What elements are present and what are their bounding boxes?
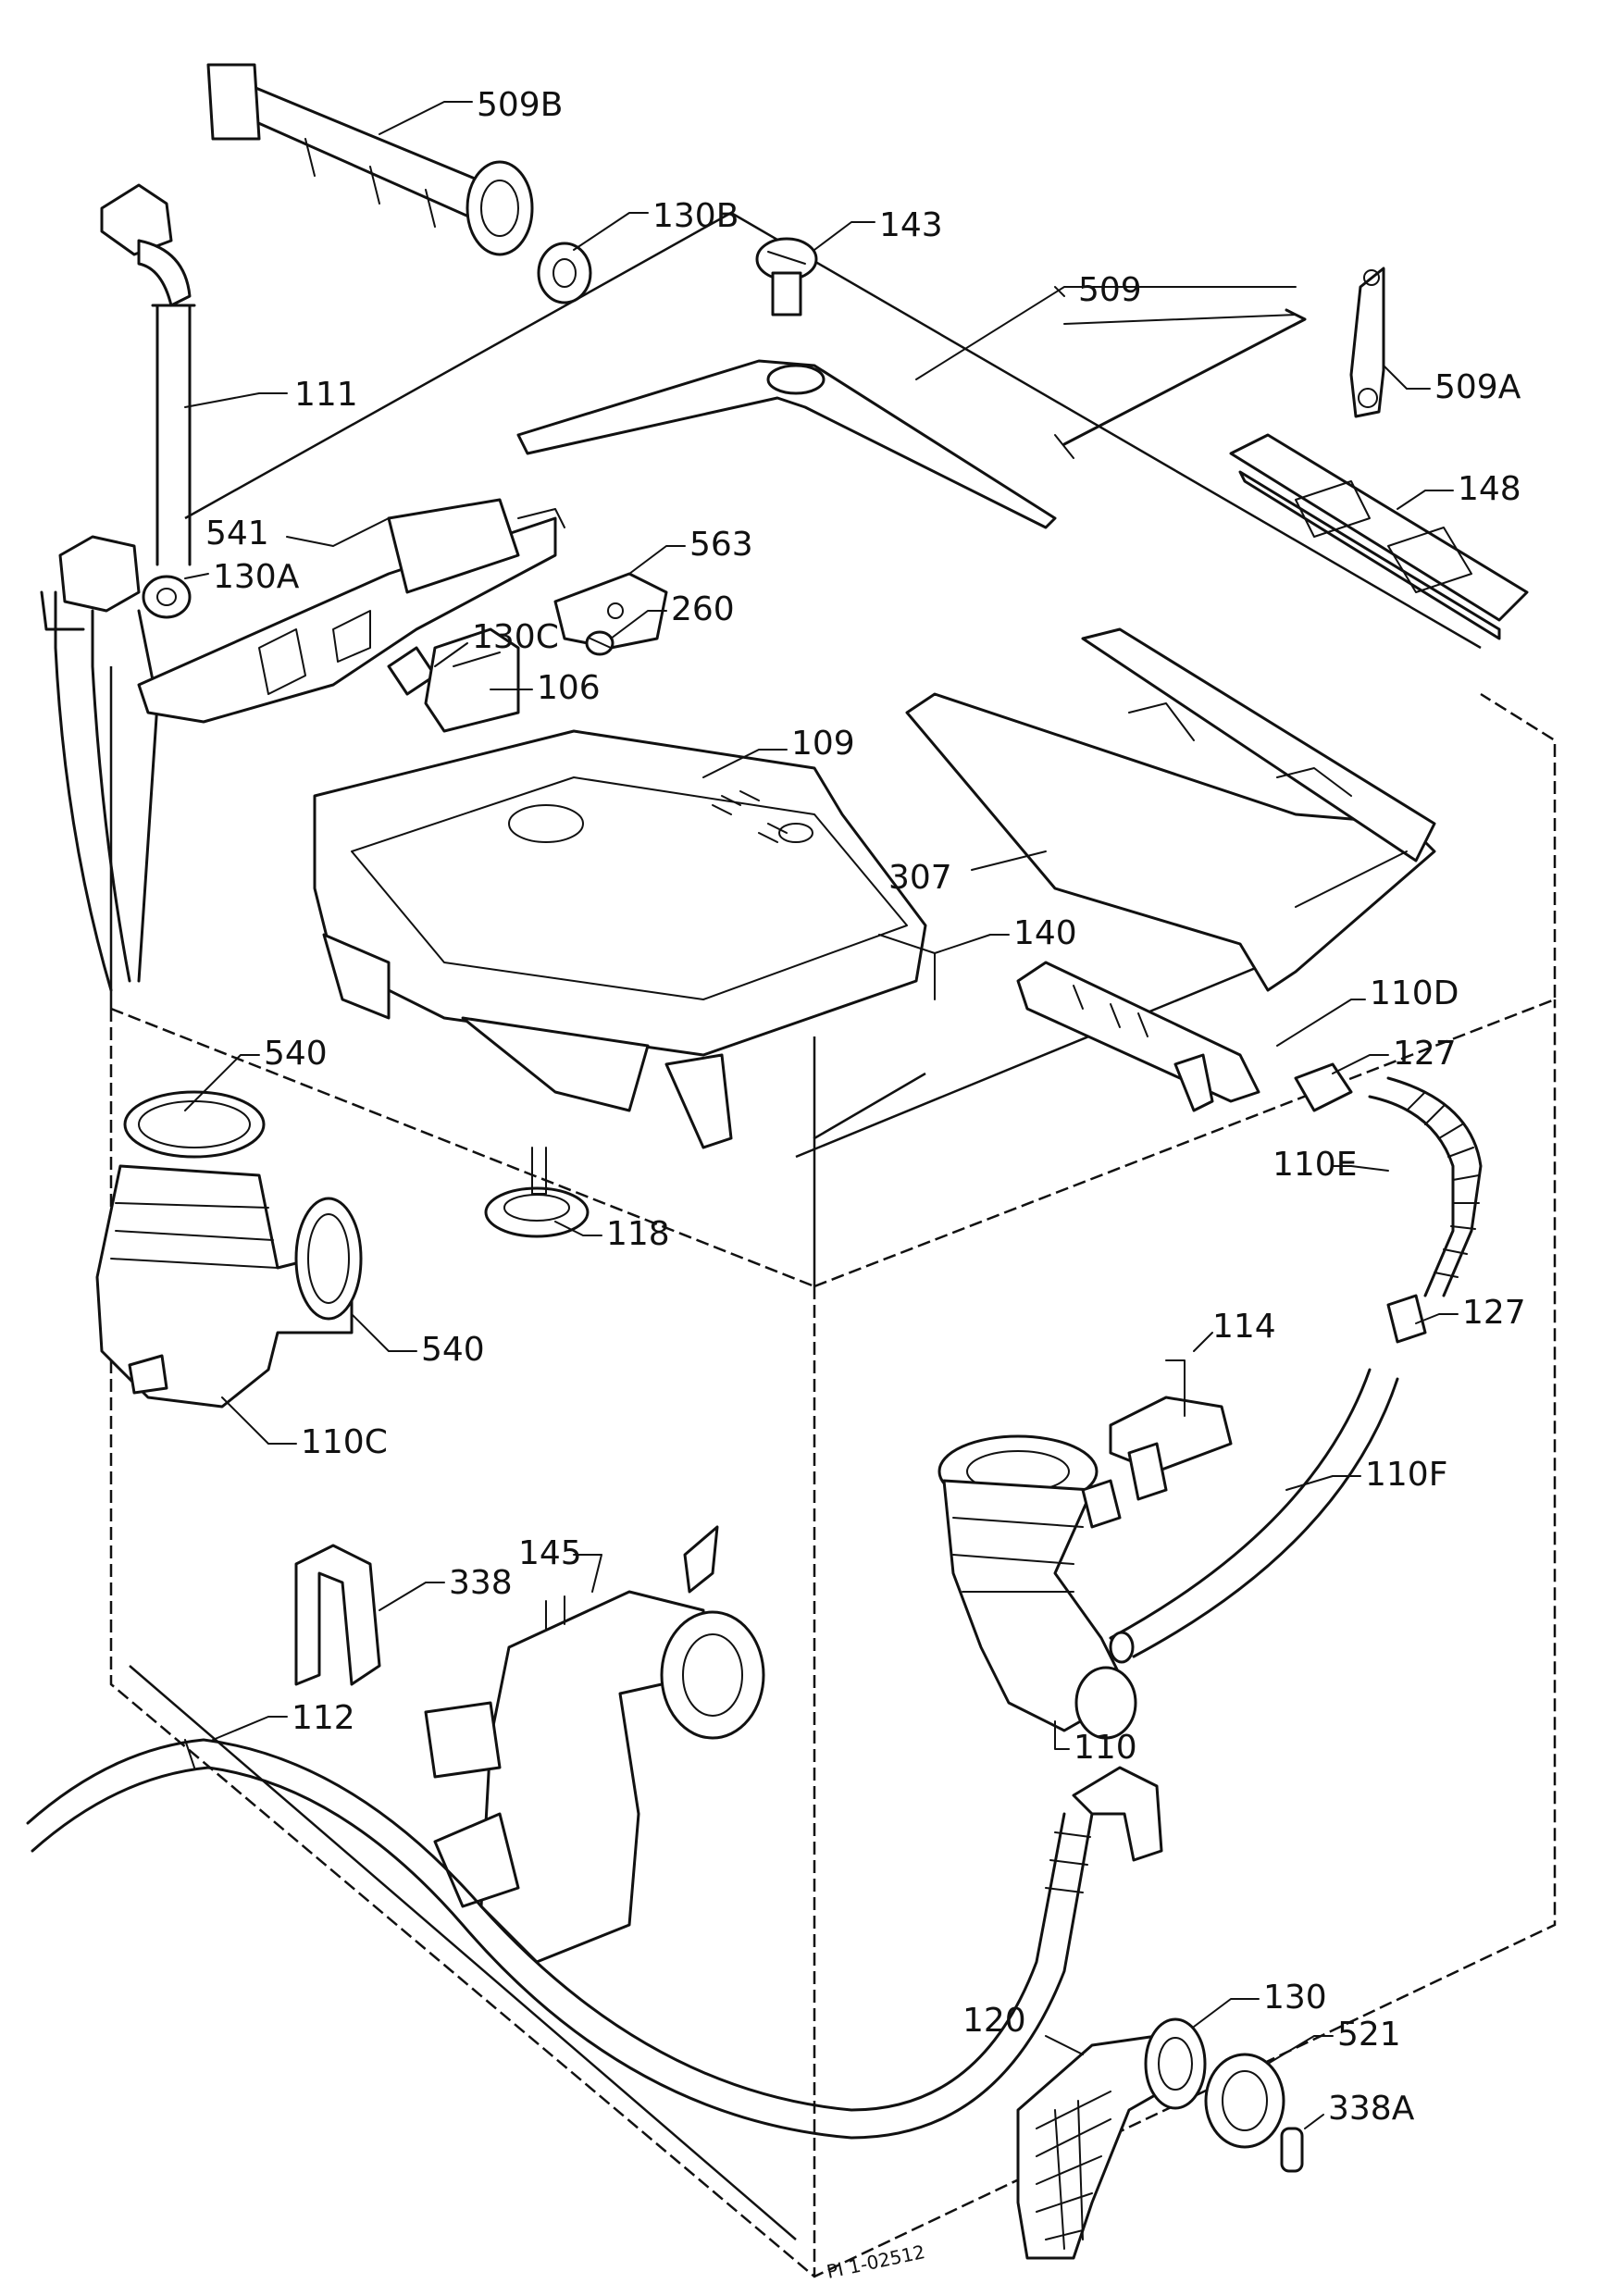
drawing-code: PI 1-02512 — [825, 2240, 927, 2283]
label-110c: 110C — [301, 1423, 388, 1461]
hose-110f — [1109, 1368, 1399, 1664]
label-509: 509 — [1078, 271, 1142, 309]
drawer-307 — [905, 627, 1436, 992]
clip-338 — [294, 1544, 381, 1686]
label-540-top: 540 — [264, 1035, 328, 1073]
label-111: 111 — [294, 376, 358, 414]
filter-120 — [1016, 2034, 1196, 2260]
seal-ring-130b — [537, 242, 592, 304]
label-127-bottom: 127 — [1462, 1294, 1526, 1332]
label-127-top: 127 — [1393, 1035, 1457, 1073]
label-110d: 110D — [1370, 974, 1459, 1012]
tee-pipe-110d — [1016, 961, 1260, 1112]
spring-260 — [585, 630, 615, 656]
label-148: 148 — [1458, 470, 1521, 508]
valve-bracket-541 — [137, 498, 565, 724]
clamp-ring-540a — [123, 1090, 266, 1159]
bellows-110c — [95, 1164, 354, 1409]
label-143: 143 — [879, 206, 943, 244]
knob-143 — [755, 237, 818, 316]
label-130: 130 — [1263, 1979, 1327, 2017]
label-109: 109 — [791, 725, 855, 763]
inlet-hose-111 — [100, 183, 196, 566]
cap-521 — [1204, 2053, 1285, 2149]
hose-110e — [1368, 1076, 1483, 1297]
inlet-pipe-509b — [206, 63, 534, 256]
label-110e: 110E — [1273, 1146, 1357, 1184]
label-541: 541 — [205, 515, 269, 552]
sump-hose-110 — [937, 1434, 1137, 1740]
drain-hose-112 — [26, 1738, 1163, 2140]
label-130b: 130B — [652, 197, 739, 235]
label-307: 307 — [888, 859, 952, 897]
dispenser-housing-109 — [313, 729, 927, 1149]
label-540-bottom: 540 — [421, 1331, 485, 1369]
label-110f: 110F — [1365, 1456, 1447, 1494]
tray-148 — [1229, 433, 1529, 640]
label-338: 338 — [449, 1564, 513, 1602]
label-140: 140 — [1013, 914, 1077, 952]
cabinet-outline — [109, 211, 1557, 2278]
label-130a: 130A — [213, 558, 300, 596]
part-labels: 509B 130B 143 509 509A 111 541 130A 563 … — [205, 86, 1526, 2128]
label-338a: 338A — [1328, 2090, 1415, 2128]
clamp-ring-540b — [294, 1197, 363, 1321]
label-110: 110 — [1074, 1729, 1137, 1767]
label-145: 145 — [518, 1534, 582, 1572]
label-106: 106 — [537, 669, 601, 707]
label-509a: 509A — [1434, 368, 1521, 406]
label-563: 563 — [689, 526, 753, 564]
bracket-114 — [1109, 1359, 1233, 1501]
label-114: 114 — [1212, 1308, 1276, 1346]
lever-509 — [516, 308, 1307, 529]
label-120: 120 — [962, 2002, 1026, 2040]
label-260: 260 — [671, 590, 735, 628]
pump-housing-145 — [424, 1525, 765, 1964]
leader-lines — [184, 101, 1459, 2129]
left-hose-assembly — [40, 535, 159, 992]
seal-ring-130a — [142, 575, 192, 619]
gear-118 — [484, 1147, 590, 1238]
label-118: 118 — [606, 1215, 670, 1253]
lever-509a — [1349, 267, 1385, 418]
parts-130c-106 — [387, 627, 520, 733]
label-130c: 130C — [472, 618, 559, 656]
seal-130 — [1144, 2017, 1207, 2110]
label-509b: 509B — [477, 86, 563, 124]
gasket-338a — [1280, 2127, 1304, 2173]
label-112: 112 — [292, 1699, 355, 1737]
connectors-127 — [1294, 1062, 1427, 1344]
label-521: 521 — [1337, 2016, 1401, 2054]
